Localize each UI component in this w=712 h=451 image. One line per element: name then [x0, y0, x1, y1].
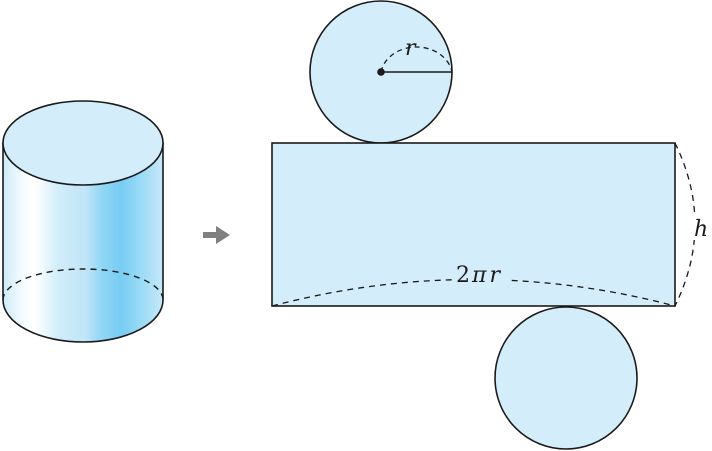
cylinder-body	[2, 142, 164, 343]
height-label: h	[694, 217, 708, 242]
cylinder-solid	[2, 100, 164, 343]
right-arrow-icon	[203, 226, 230, 244]
height-arc	[674, 142, 696, 307]
height-label-bg	[692, 214, 710, 240]
cylinder-hidden-base-edge	[2, 268, 164, 301]
circumference-label-bg	[452, 260, 508, 288]
cylinder-top-face	[2, 100, 164, 186]
height-indicator: h	[674, 142, 710, 307]
radius-label: r	[405, 36, 417, 61]
circumference-r: r	[489, 263, 501, 288]
circumference-coef: 2	[456, 263, 470, 288]
net-bottom-circle	[494, 306, 638, 450]
center-point	[377, 68, 385, 76]
circumference-pi: π	[471, 263, 487, 288]
net-top-circle: r	[309, 0, 453, 144]
radius-arc	[380, 46, 453, 73]
